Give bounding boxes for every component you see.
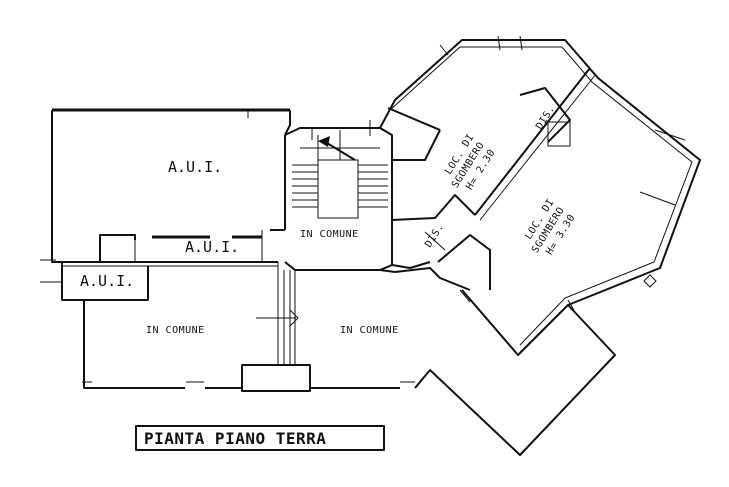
stair-core <box>284 120 393 271</box>
drawing-title: PIANTA PIANO TERRA <box>144 429 326 448</box>
aui-center-label: A.U.I. <box>185 238 239 256</box>
stair-steps-left <box>292 164 318 208</box>
aui-main-label: A.U.I. <box>168 158 222 176</box>
common-areas <box>82 261 616 456</box>
dis-lower-label: DIS. <box>423 222 446 250</box>
stair-arrow-icon <box>318 136 330 147</box>
storage-upper-label: LOC. DI SGOMBERO H= 2.30 <box>443 132 498 192</box>
title-block: PIANTA PIANO TERRA <box>135 425 385 451</box>
marker-icon <box>643 274 657 288</box>
stair-steps-right <box>358 164 388 208</box>
storage-lower-label: LOC. DI SGOMBERO H= 3.30 <box>523 197 578 257</box>
entrance-block <box>241 364 311 392</box>
common-left-label: IN COMUNE <box>146 325 205 336</box>
aui-small-label: A.U.I. <box>80 272 134 290</box>
storage-wing <box>379 35 701 356</box>
aui-main-room <box>40 108 291 263</box>
aui-small-room <box>40 262 149 301</box>
stair-common-label: IN COMUNE <box>300 229 359 240</box>
common-right-label: IN COMUNE <box>340 325 399 336</box>
aui-center-room <box>62 229 285 267</box>
